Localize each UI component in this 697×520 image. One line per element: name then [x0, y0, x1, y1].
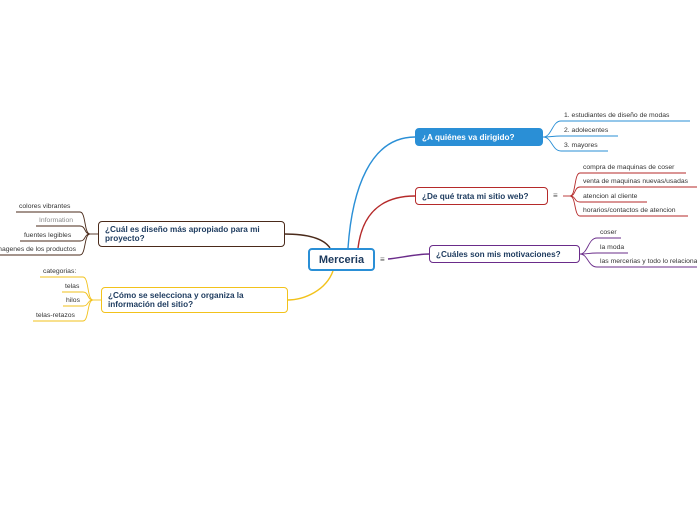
leaf-audience-3[interactable]: 3. mayores — [564, 142, 598, 149]
branch-design-label: ¿Cuál es diseño más apropiado para mi pr… — [105, 225, 260, 243]
connector-design — [283, 233, 331, 249]
branch-topic[interactable]: ¿De qué trata mi sitio web? — [415, 187, 548, 205]
leaf-design-2[interactable]: Information — [39, 217, 74, 224]
leaf-motivation-1[interactable]: coser — [600, 229, 617, 236]
leaf-organization-4[interactable]: telas-retazos — [36, 312, 75, 319]
menu-icon[interactable]: ≡ — [553, 191, 558, 200]
leaf-audience-1[interactable]: 1. estudiantes de diseño de modas — [564, 112, 670, 119]
branch-design[interactable]: ¿Cuál es diseño más apropiado para mi pr… — [98, 221, 285, 247]
leaf-topic-2[interactable]: venta de maquinas nuevas/usadas — [583, 178, 689, 185]
branch-motivation-label: ¿Cuáles son mis motivaciones? — [436, 249, 561, 259]
connector-topic — [357, 195, 416, 249]
leaf-motivation-2[interactable]: la moda — [600, 244, 625, 251]
connector-motivation — [387, 253, 431, 260]
leaf-design-1[interactable]: colores vibrantes — [19, 203, 71, 210]
branch-organization-label: ¿Cómo se selecciona y organiza la inform… — [108, 291, 244, 309]
leaf-topic-4[interactable]: horarios/contactos de atencion — [583, 207, 676, 214]
leaf-organization-1[interactable]: categorias: — [43, 268, 77, 275]
connector-audience — [347, 136, 416, 249]
central-topic-label: Merceria — [318, 253, 365, 266]
branch-organization[interactable]: ¿Cómo se selecciona y organiza la inform… — [101, 287, 288, 313]
central-topic[interactable]: Merceria — [308, 248, 375, 271]
branch-motivation[interactable]: ¿Cuáles son mis motivaciones? — [429, 245, 580, 263]
branch-topic-label: ¿De qué trata mi sitio web? — [422, 191, 529, 201]
connector-organization — [286, 270, 334, 301]
leaf-design-4[interactable]: imagenes de los productos — [0, 246, 76, 253]
leaf-audience-2[interactable]: 2. adolecentes — [564, 127, 609, 134]
leaf-topic-1[interactable]: compra de maquinas de coser — [583, 164, 675, 171]
branch-audience-label: ¿A quiénes va dirigido? — [422, 132, 515, 142]
leaf-organization-3[interactable]: hilos — [66, 297, 80, 304]
leaf-organization-2[interactable]: telas — [65, 283, 80, 290]
leaf-design-3[interactable]: fuentes legibles — [24, 232, 72, 239]
branch-audience[interactable]: ¿A quiénes va dirigido? — [415, 128, 543, 146]
leaf-topic-3[interactable]: atencion al cliente — [583, 193, 638, 200]
leaf-motivation-3[interactable]: las mercerias y todo lo relacionado — [600, 258, 697, 265]
menu-icon[interactable]: ≡ — [380, 255, 385, 264]
